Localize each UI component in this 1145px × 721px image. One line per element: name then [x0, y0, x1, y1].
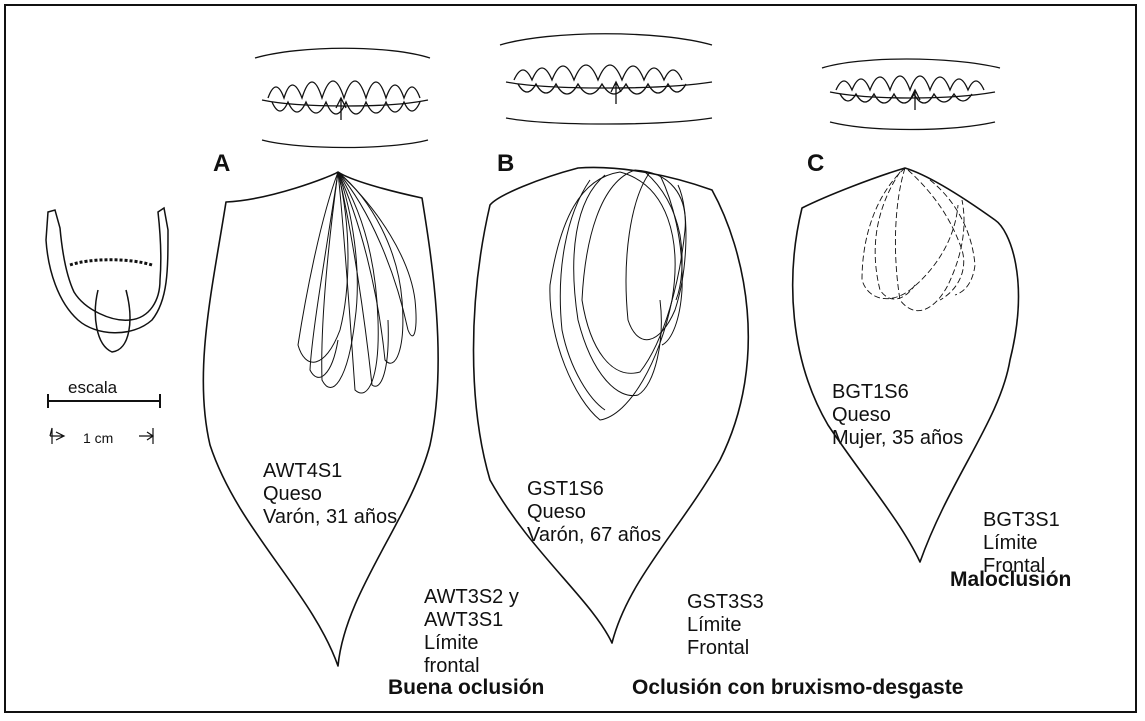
chewing-trace-b-5 — [660, 175, 682, 345]
panel-letter-a: A — [213, 150, 230, 178]
chewing-trace-a-5 — [338, 172, 388, 386]
chewing-trace-b-1 — [550, 172, 675, 420]
panel-letter-b: B — [497, 150, 514, 178]
chewing-trace-b-4 — [574, 175, 662, 396]
dentition-a-upper-teeth — [268, 81, 420, 98]
dentition-a-arrow — [336, 98, 346, 120]
dentition-b-arrow — [611, 82, 621, 104]
chewing-trace-c-3 — [908, 170, 964, 300]
dentition-c-upper-teeth — [836, 76, 984, 90]
caption-bruxism: Oclusión con bruxismo-desgaste — [632, 676, 963, 699]
scale-unit-label: 1 cm — [83, 427, 113, 450]
panel-letter-c: C — [807, 150, 824, 178]
chewing-trace-b-3 — [626, 172, 686, 340]
caption-good-occlusion: Buena oclusión — [388, 676, 544, 699]
dentition-c-lower-lip — [830, 122, 995, 130]
dentition-b-lower-lip — [506, 118, 712, 124]
chewing-trace-a-6 — [310, 172, 338, 377]
chewing-trace-c-5 — [930, 180, 975, 295]
scale-label: escala — [68, 376, 117, 399]
caption-malocclusion: Maloclusión — [950, 568, 1071, 591]
dentition-a-lower-lip — [262, 140, 428, 148]
mandible-sketch — [46, 208, 168, 352]
dentition-b-lower-teeth — [518, 84, 686, 94]
dentition-c-upper-lip — [822, 59, 1000, 68]
dentition-b-upper-teeth — [514, 65, 682, 80]
dentition-a-upper-lip — [255, 48, 430, 58]
dentition-b-upper-lip — [500, 34, 712, 45]
